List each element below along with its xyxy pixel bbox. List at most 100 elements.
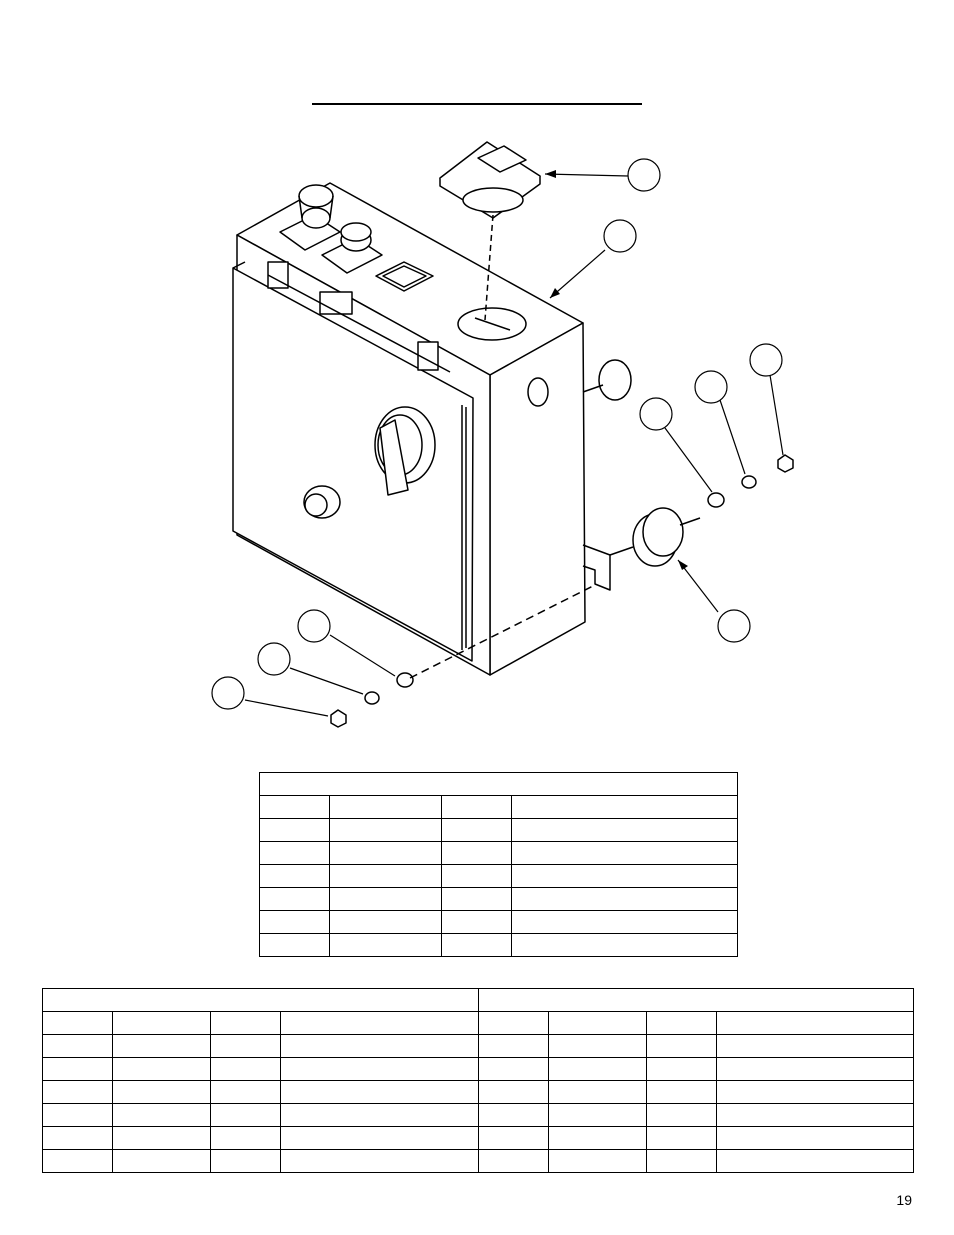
table-cell xyxy=(210,1057,281,1081)
nut-right-part xyxy=(777,454,794,473)
table-cell xyxy=(646,1103,717,1127)
table-cell xyxy=(210,1103,281,1127)
table-cell xyxy=(478,1080,549,1104)
table-cell xyxy=(112,1080,211,1104)
column-header xyxy=(280,1011,479,1035)
table-cell xyxy=(210,1149,281,1173)
table-cell xyxy=(548,1149,647,1173)
table-cell xyxy=(329,841,442,865)
table-cell xyxy=(280,1057,479,1081)
column-header xyxy=(646,1011,717,1035)
table-cell xyxy=(548,1080,647,1104)
table-cell xyxy=(112,1103,211,1127)
callout-circle-enclosure xyxy=(603,219,637,253)
pilot-light xyxy=(303,485,341,519)
table-row xyxy=(42,1080,914,1104)
table-row xyxy=(259,818,738,842)
table-cell xyxy=(280,1034,479,1058)
table-cell xyxy=(646,1034,717,1058)
nut-left-part xyxy=(330,709,347,728)
disconnect-handle xyxy=(374,406,436,496)
table-cell xyxy=(716,1126,914,1150)
table-cell xyxy=(548,1034,647,1058)
page-title-underline xyxy=(312,103,642,105)
page-number: 19 xyxy=(896,1192,912,1208)
table-cell xyxy=(329,910,442,934)
column-header xyxy=(329,795,442,819)
table-cell xyxy=(478,1126,549,1150)
table-row xyxy=(42,1103,914,1127)
column-header xyxy=(112,1011,211,1035)
table-cell xyxy=(329,864,442,888)
table-cell xyxy=(478,1034,549,1058)
table-row xyxy=(259,887,738,911)
column-header xyxy=(716,1011,914,1035)
table-cell xyxy=(42,1103,113,1127)
table-cell xyxy=(280,1126,479,1150)
table-cell xyxy=(329,818,442,842)
table-cell xyxy=(259,864,330,888)
table-cell xyxy=(259,841,330,865)
table-cell xyxy=(478,1057,549,1081)
table-cell xyxy=(511,887,738,911)
table-cell xyxy=(548,1057,647,1081)
side-knockout xyxy=(527,377,549,407)
table-cell xyxy=(280,1103,479,1127)
indicator-window xyxy=(375,261,434,292)
lockwasher-right-part xyxy=(741,475,757,489)
callout-circle-washer-right xyxy=(639,397,673,431)
table-title-right xyxy=(478,988,914,1012)
table-cell xyxy=(112,1034,211,1058)
arrowhead xyxy=(550,288,560,298)
column-header xyxy=(441,795,512,819)
arrowhead xyxy=(545,170,556,178)
table-cell xyxy=(259,910,330,934)
callout-circle-nut-right xyxy=(749,343,783,377)
table-cell xyxy=(646,1149,717,1173)
table-cell xyxy=(716,1080,914,1104)
column-header xyxy=(42,1011,113,1035)
enclosure-door xyxy=(232,261,474,662)
table-row xyxy=(42,1057,914,1081)
washer-right-part xyxy=(707,492,725,508)
table-cell xyxy=(716,1034,914,1058)
table-row xyxy=(259,910,738,934)
top-parts-table xyxy=(259,772,738,957)
table-cell xyxy=(548,1126,647,1150)
table-cell xyxy=(716,1103,914,1127)
washer-left-part xyxy=(396,672,414,688)
side-mount-upper xyxy=(582,359,632,401)
table-title-left xyxy=(42,988,479,1012)
table-title xyxy=(259,772,738,796)
callout-circle-nut-left xyxy=(211,676,245,710)
table-cell xyxy=(280,1149,479,1173)
table-title-row xyxy=(42,988,914,1012)
table-cell xyxy=(329,887,442,911)
column-header xyxy=(478,1011,549,1035)
table-cell xyxy=(329,933,442,957)
table-cell xyxy=(511,910,738,934)
table-cell xyxy=(210,1126,281,1150)
table-cell xyxy=(646,1126,717,1150)
table-header-row xyxy=(42,1011,914,1035)
table-cell xyxy=(259,887,330,911)
table-cell xyxy=(511,841,738,865)
callout-circle-isolator-mount xyxy=(717,609,751,643)
table-row xyxy=(42,1034,914,1058)
table-cell xyxy=(441,841,512,865)
table-cell xyxy=(112,1126,211,1150)
emergency-stop-button xyxy=(279,184,341,251)
table-cell xyxy=(441,887,512,911)
table-cell xyxy=(42,1080,113,1104)
lockwasher-left-part xyxy=(364,691,380,705)
callout-circle-washer-left xyxy=(297,609,331,643)
column-header xyxy=(511,795,738,819)
table-cell xyxy=(112,1057,211,1081)
callout-circle-cover-cap xyxy=(627,158,661,192)
table-cell xyxy=(441,910,512,934)
table-cell xyxy=(646,1080,717,1104)
callout-circle-lockwasher-right xyxy=(694,370,728,404)
table-cell xyxy=(42,1126,113,1150)
table-cell xyxy=(716,1057,914,1081)
table-cell xyxy=(511,818,738,842)
